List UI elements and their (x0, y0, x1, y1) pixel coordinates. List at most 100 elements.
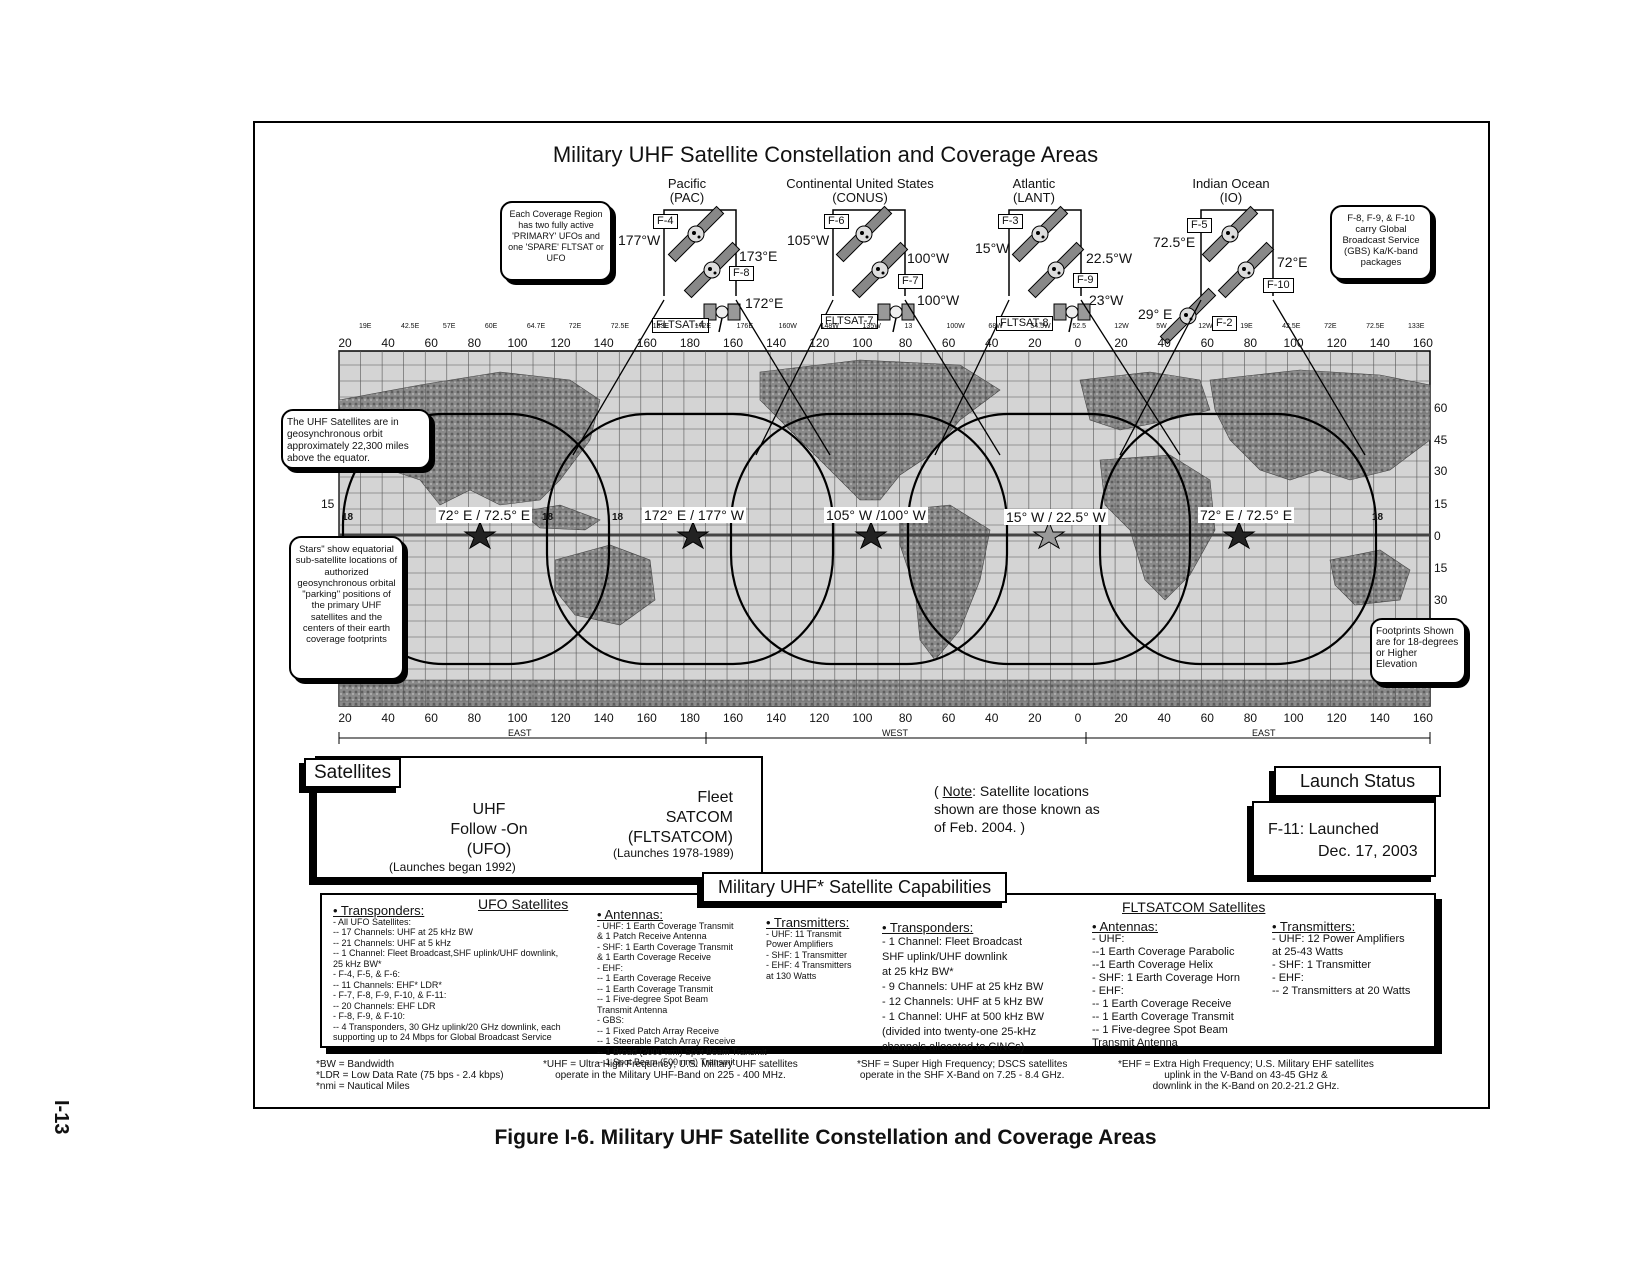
lon-fltsat4: 172°E (745, 295, 784, 311)
footnote-line: *LDR = Low Data Rate (75 bps - 2.4 kbps) (316, 1070, 504, 1081)
latitude-tick: 30 (1434, 593, 1448, 607)
capability-item: -- 11 Channels: EHF* LDR* (333, 979, 442, 990)
capability-item: -- 1 Steerable Patch Array Receive (597, 1036, 736, 1046)
longitude-tick: 40 (1157, 336, 1171, 350)
capabilities-box (320, 893, 1436, 1048)
small-longitude-label: 12W (1114, 323, 1129, 330)
east-label-2: EAST (1252, 728, 1276, 738)
lon-f4: 177°W (618, 232, 661, 248)
region-name: Indian Ocean (1192, 176, 1270, 191)
footnote-abbr: *BW = Bandwidth *LDR = Low Data Rate (75… (316, 1059, 504, 1092)
longitude-tick: 140 (593, 711, 614, 725)
star-icon (1222, 520, 1256, 550)
small-longitude-label: 52.5 (1072, 323, 1086, 330)
longitude-tick: 180 (679, 336, 700, 350)
footprint-marker: 18 (612, 512, 624, 523)
lon-f3: 15°W (975, 240, 1010, 256)
launch-status-box: F-11: Launched Dec. 17, 2003 (1252, 801, 1436, 877)
small-longitude-label: 68W (988, 323, 1003, 330)
longitude-tick: 160 (636, 336, 657, 350)
longitude-tick: 0 (1074, 711, 1082, 725)
sat-tag-fltsat4: FLTSAT-4 (652, 318, 709, 333)
region-pac: Pacific (PAC) (597, 177, 777, 205)
latitude-tick: 30 (1434, 464, 1448, 478)
sat-tag-f3: F-3 (998, 214, 1023, 229)
capability-item: at 130 Watts (766, 970, 817, 981)
sat-tag-f2: F-2 (1212, 316, 1237, 331)
capability-item: -- 20 Channels: EHF LDR (333, 1000, 436, 1011)
coverage-footprints (341, 412, 1378, 666)
footprint-conus (729, 412, 1009, 666)
diagram-title: Military UHF Satellite Constellation and… (552, 142, 1099, 167)
west-label: WEST (882, 728, 908, 738)
small-longitude-label: 100W (946, 323, 965, 330)
footnote-ehf: *EHF = Extra High Frequency; U.S. Milita… (1118, 1059, 1374, 1092)
figure-caption: Figure I-6. Military UHF Satellite Const… (494, 1126, 1157, 1149)
capability-item: - SHF: 1 Transmitter (1272, 959, 1372, 971)
capability-item: - F-4, F-5, & F-6: (333, 969, 401, 979)
east-label: EAST (508, 728, 532, 738)
capability-item: -- 1 Earth Coverage Receive (597, 973, 712, 983)
region-io: Indian Ocean (IO) (1141, 177, 1321, 205)
longitude-tick: 60 (424, 711, 438, 725)
star-label-conus: 105° W /100° W (824, 507, 928, 523)
sat-tag-f9: F-9 (1073, 273, 1098, 288)
ufo-line: Follow -On (450, 821, 528, 838)
latitude-tick: 15 (1434, 497, 1448, 511)
ufo-transponders-list: - All UFO Satellites: -- 17 Channels: UH… (333, 917, 561, 1043)
capabilities-tab: Military UHF* Satellite Capabilities (702, 872, 1008, 903)
ufo-line: (UFO) (466, 841, 512, 858)
latitude-tick: 15 (1434, 561, 1448, 575)
region-box-lant (1008, 209, 1082, 296)
col-title: • Transmitters: (766, 915, 850, 930)
callout-geosync: The UHF Satellites are in geosynchronous… (281, 409, 431, 469)
longitude-tick: 80 (898, 711, 913, 725)
longitude-tick: 160 (636, 711, 657, 725)
small-longitude-label: 72.5E (1366, 323, 1385, 330)
fltsat-line: (FLTSATCOM) (627, 829, 733, 846)
footnote-line: *UHF = Ultra High Frequency; U.S. Milita… (543, 1059, 798, 1070)
small-longitude-label: 176E (736, 323, 753, 330)
ufo-antennas-list: - UHF: 1 Earth Coverage Transmit & 1 Pat… (597, 921, 767, 1068)
col-title: • Transponders: (882, 920, 974, 935)
satellites-tab: Satellites (304, 758, 402, 788)
longitude-tick: 80 (467, 336, 482, 350)
capability-item: - EHF: (1272, 972, 1304, 984)
latitude-tick: 60 (1434, 401, 1448, 415)
small-longitude-label: 64.7E (526, 323, 546, 330)
launch-status-tab: Launch Status (1274, 766, 1442, 797)
lat-lon-grid (338, 351, 1430, 706)
launch-status-date: Dec. 17, 2003 (1318, 843, 1418, 860)
small-longitude-label: 19E (1240, 323, 1253, 330)
longitude-tick: 60 (941, 711, 956, 725)
region-abbr: (LANT) (1013, 190, 1055, 205)
small-longitude-label: 60E (484, 323, 498, 330)
launch-status-line: F-11: Launched (1268, 821, 1379, 838)
region-abbr: (PAC) (669, 190, 705, 205)
ufo-transmitters-list: - UHF: 11 Transmit Power Amplifiers- SHF… (766, 929, 852, 982)
longitude-tick: 100 (852, 336, 873, 350)
fltsatcom-satellites-header: FLTSATCOM Satellites (1122, 899, 1266, 915)
longitude-tick: 120 (809, 336, 830, 350)
capability-item: -- 21 Channels: UHF at 5 kHz (333, 937, 452, 948)
note-text: of Feb. 2004. ) (934, 819, 1026, 835)
capability-item: --1 Earth Coverage Parabolic (1092, 946, 1235, 958)
callout-gbs: F-8, F-9, & F-10 carry Global Broadcast … (1330, 205, 1432, 280)
capability-item: -- 1 Channel: Fleet Broadcast,SHF uplink… (333, 948, 559, 958)
footnote-line: *nmi = Nautical Miles (316, 1081, 410, 1092)
capability-item: -- 2 Transmitters at 20 Watts (1272, 985, 1411, 997)
longitude-tick: 120 (1326, 711, 1347, 725)
lon-f9: 22.5°W (1086, 250, 1133, 266)
capability-item: -- 1 Earth Coverage Transmit (597, 983, 714, 994)
capability-item: Transmit Antenna (597, 1004, 668, 1015)
lon-f2: 29° E (1138, 306, 1173, 322)
longitude-tick: 20 (1028, 336, 1042, 350)
ufo-description: UHF Follow -On (UFO) (449, 800, 529, 860)
flt-antennas: • Antennas: - UHF: --1 Earth Coverage Pa… (1092, 920, 1240, 1050)
longitude-tick: 140 (1369, 711, 1390, 725)
longitude-tick: 20 (1114, 336, 1128, 350)
footnote-line: *BW = Bandwidth (316, 1059, 395, 1070)
left-lat-label: 15 (321, 497, 335, 511)
small-longitude-label: 148W (820, 323, 839, 330)
